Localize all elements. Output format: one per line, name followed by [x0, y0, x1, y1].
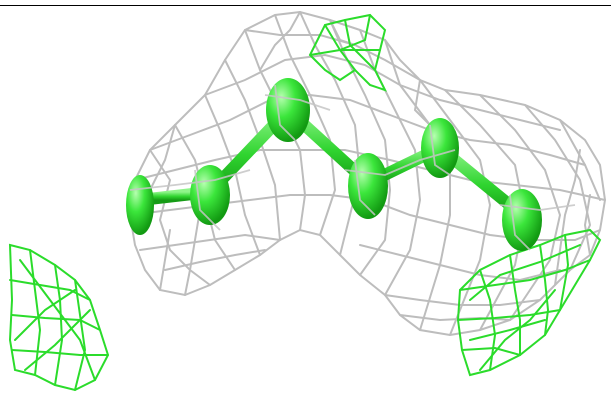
atom — [348, 153, 388, 219]
green-mesh-left — [8, 243, 110, 392]
green-mesh-top — [308, 13, 387, 92]
atom — [126, 175, 154, 235]
top-border-line — [0, 5, 611, 6]
white-mesh-front — [129, 84, 576, 251]
molecule-atoms — [126, 78, 542, 251]
